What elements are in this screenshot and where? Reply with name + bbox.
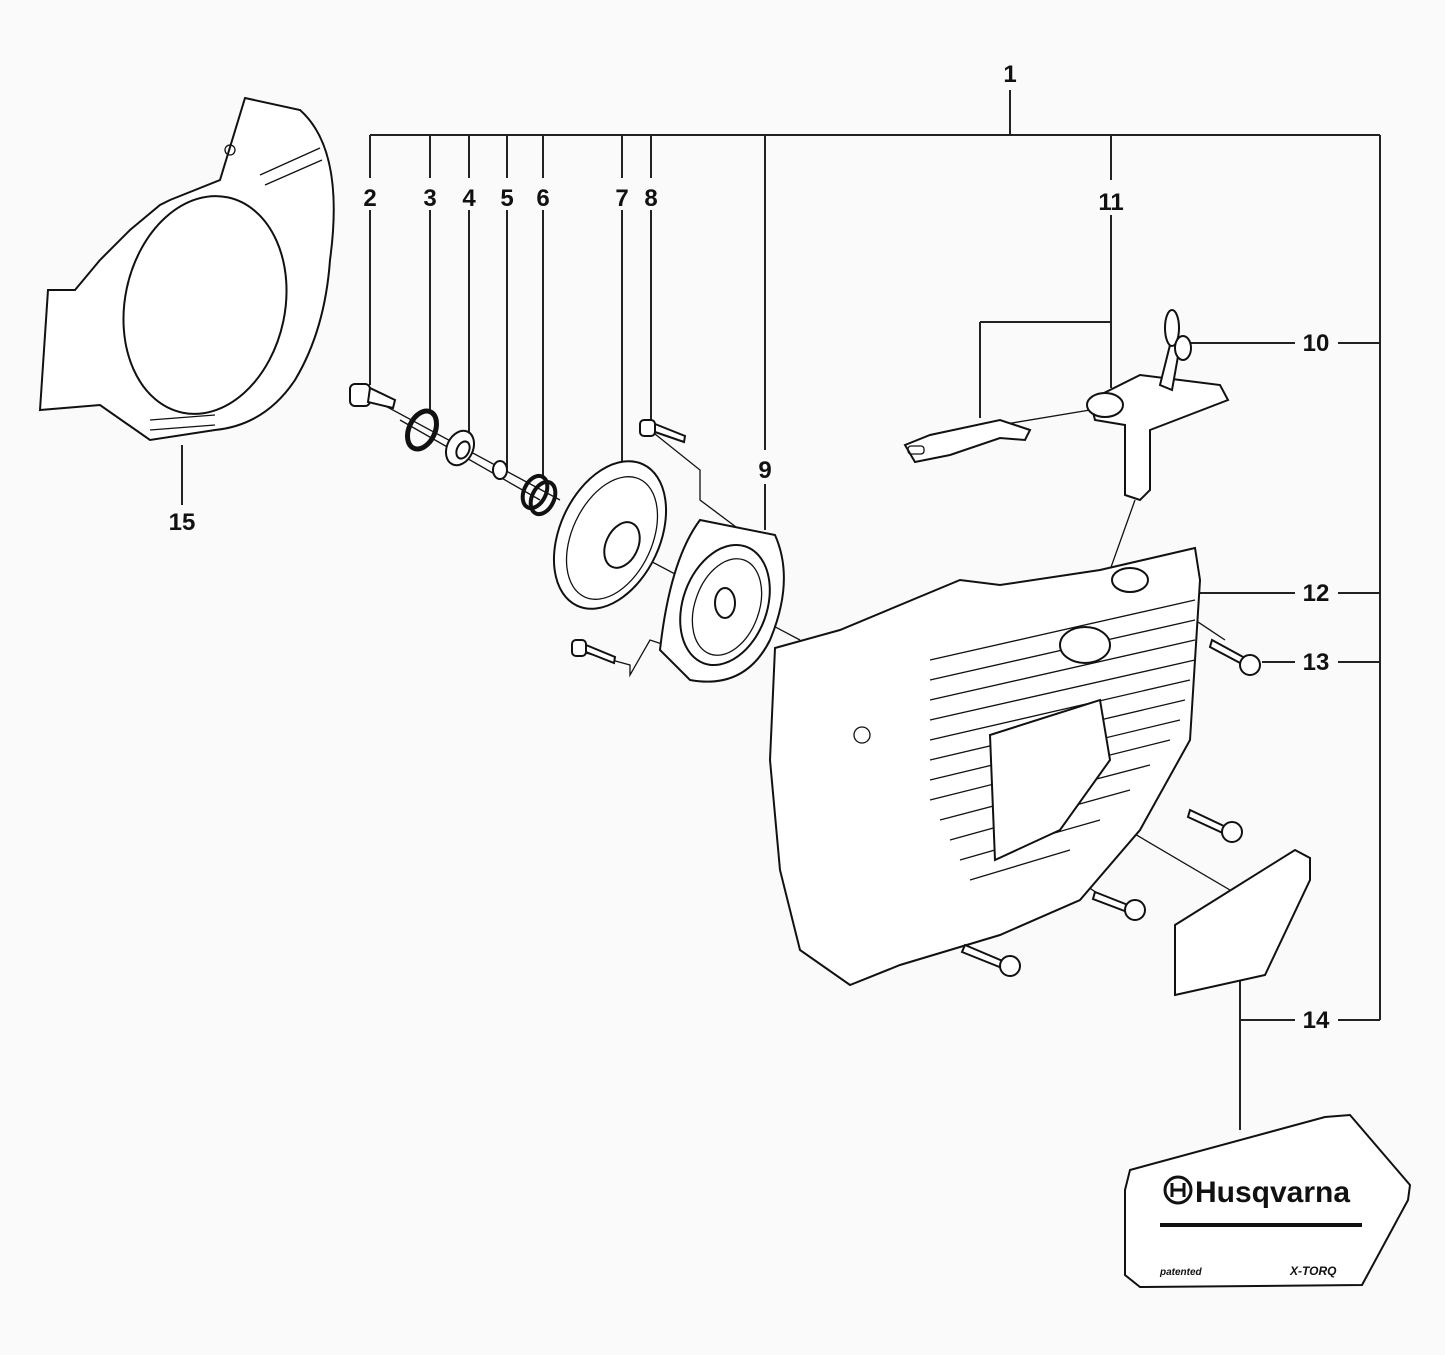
screw-lower-left [571,639,617,665]
part-8-screw [639,419,687,444]
decal-patented: patented [1159,1267,1203,1278]
callout-4: 4 [462,185,476,212]
callout-labels: 1 2 3 4 5 6 7 8 9 10 11 12 13 14 15 [169,61,1330,1034]
callout-6: 6 [536,185,549,212]
decal-detail: Husqvarna patented X-TORQ [1124,1113,1412,1289]
part-6-spring [520,473,558,517]
callout-7: 7 [615,185,628,212]
part-13-screws [960,638,1261,977]
part-11-strap [903,418,1032,464]
callout-12: 12 [1303,580,1330,607]
decal-xtorq: X-TORQ [1289,1264,1337,1278]
part-9-spring-cassette [658,518,785,683]
callout-11: 11 [1098,189,1123,216]
part-5-nut [492,460,508,480]
husqvarna-logo-icon [1163,1175,1193,1205]
part-2-bolt [349,383,397,410]
callout-10: 10 [1303,330,1330,357]
callout-8: 8 [644,185,657,212]
callout-15: 15 [169,509,196,536]
callout-2: 2 [363,185,376,212]
part-7-pulley [552,460,668,610]
callout-5: 5 [500,185,513,212]
part-14-decal-plate [1174,848,1311,997]
callout-14: 14 [1303,1007,1330,1034]
part-15-fan-cover [38,96,335,442]
callout-13: 13 [1303,649,1330,676]
callout-1: 1 [1003,61,1016,88]
part-12-starter-cover [768,546,1202,987]
callout-9: 9 [758,457,771,484]
part-3-ring [404,408,440,452]
callout-3: 3 [423,185,436,212]
decal-brand: Husqvarna [1195,1176,1350,1209]
part-10-starter-handle [1086,309,1230,502]
part-4-bushing [444,429,476,467]
